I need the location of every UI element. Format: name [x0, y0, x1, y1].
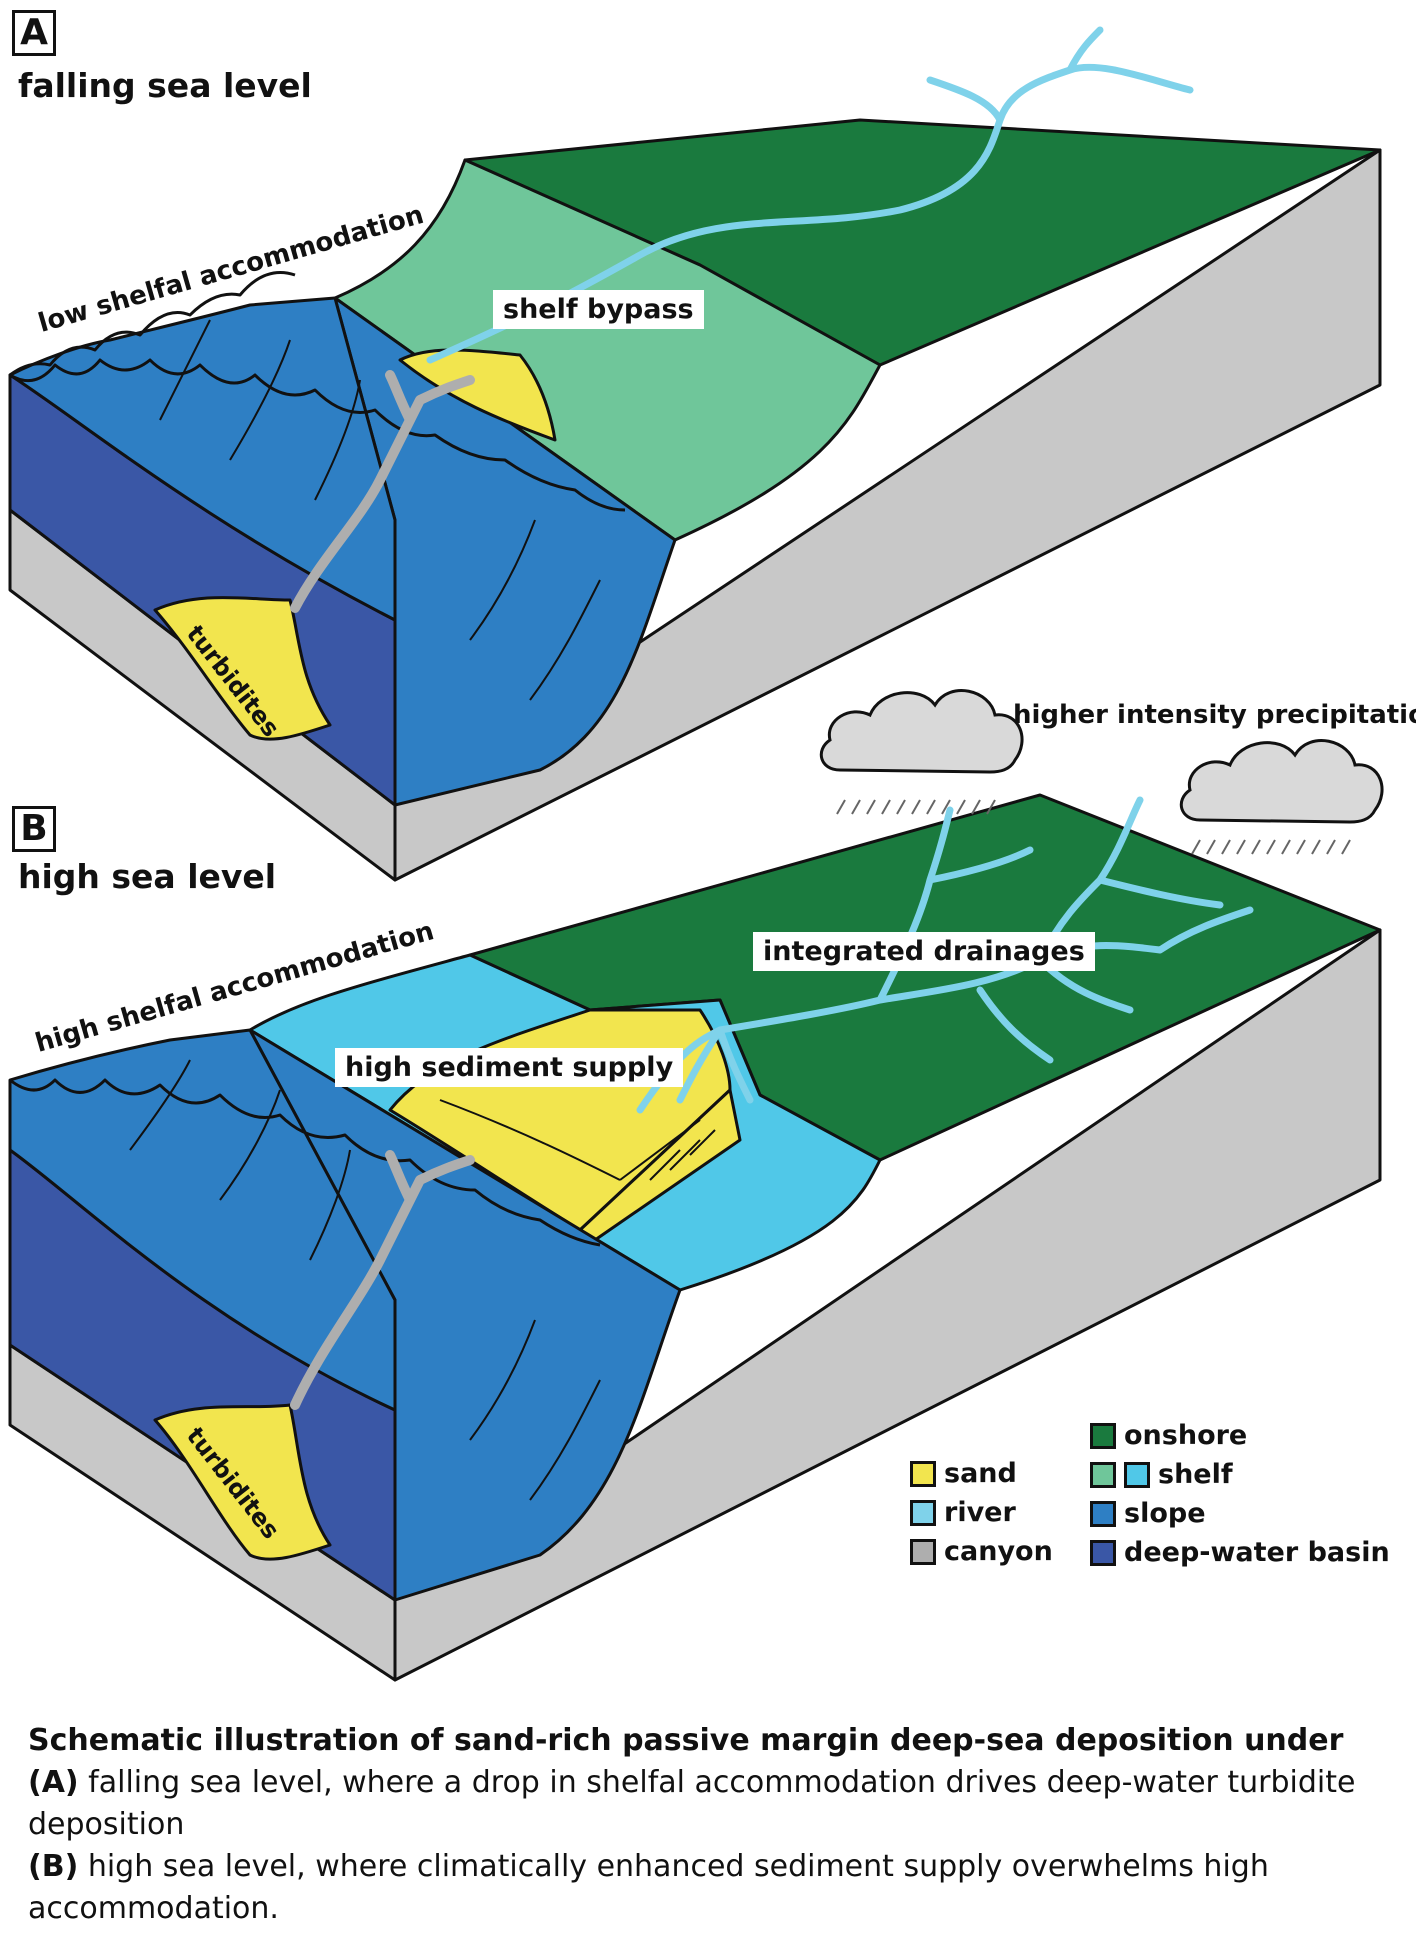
legend-river: river — [910, 1497, 1016, 1528]
panel-a-slope-right — [333, 296, 677, 807]
panel-a-slope-front — [8, 296, 397, 622]
panel-a-block — [8, 118, 1382, 882]
legend-canyon-swatch — [910, 1538, 936, 1565]
panel-a-canyon — [290, 370, 475, 613]
panel-b-drainage-label: integrated drainages — [753, 932, 1095, 971]
caption-heading: Schematic illustration of sand-rich pass… — [28, 1723, 1344, 1758]
legend-river-swatch — [910, 1499, 936, 1526]
caption-b: (B) high sea level, where climatically e… — [28, 1849, 1269, 1926]
panel-a-bypass-label: shelf bypass — [493, 290, 704, 329]
legend-shelf: shelf — [1090, 1459, 1233, 1490]
legend-basin: deep-water basin — [1090, 1537, 1390, 1568]
cloud-icon-1 — [819, 689, 1024, 774]
caption-a: (A) falling sea level, where a drop in s… — [28, 1765, 1356, 1842]
panel-b-letter: B — [12, 806, 56, 852]
panel-a-turbidites-fan — [153, 596, 332, 741]
cloud-icon-2 — [1179, 739, 1384, 824]
legend-sand-swatch — [910, 1460, 936, 1487]
legend-shelf-swatch-a — [1090, 1461, 1116, 1488]
panel-a-slope-scallops-2 — [9, 271, 296, 377]
panel-b-side-face — [393, 928, 1382, 1682]
panel-a-slope-scallops — [9, 358, 626, 512]
panel-b-block — [8, 793, 1382, 1682]
legend-slope: slope — [1090, 1498, 1206, 1529]
panel-b-slope-front — [8, 1028, 397, 1412]
panel-a-side-face — [393, 148, 1382, 882]
panel-b-slope-scallops — [9, 1078, 601, 1247]
rain-icon-1 — [836, 799, 996, 815]
panel-b-sand-lines — [439, 1099, 716, 1181]
diagram-canvas — [8, 26, 1384, 1682]
legend-basin-swatch — [1090, 1539, 1116, 1566]
panel-b-creases — [129, 1059, 601, 1501]
panel-a-letter: A — [12, 10, 56, 56]
panel-a-shelf — [333, 158, 882, 542]
panel-b-canyon — [290, 1150, 475, 1410]
panel-b-slope-right — [248, 1028, 682, 1602]
legend-onshore-swatch — [1090, 1422, 1116, 1449]
panel-b-title: high sea level — [18, 857, 277, 896]
rain-icon-2 — [1191, 839, 1351, 855]
legend-sand: sand — [910, 1458, 1017, 1489]
legend-shelf-swatch-b — [1124, 1461, 1150, 1488]
legend-slope-swatch — [1090, 1500, 1116, 1527]
figure-caption: Schematic illustration of sand-rich pass… — [28, 1720, 1398, 1930]
panel-a-creases — [159, 319, 601, 701]
legend-onshore: onshore — [1090, 1420, 1247, 1451]
panel-a-title: falling sea level — [18, 66, 312, 105]
panel-b-supply-label: high sediment supply — [335, 1048, 684, 1087]
panel-b-precip-label: higher intensity precipitation — [1013, 700, 1416, 730]
panel-a-river — [426, 26, 1194, 364]
panel-b-turbidites-fan — [153, 1403, 332, 1561]
legend-canyon: canyon — [910, 1536, 1053, 1567]
